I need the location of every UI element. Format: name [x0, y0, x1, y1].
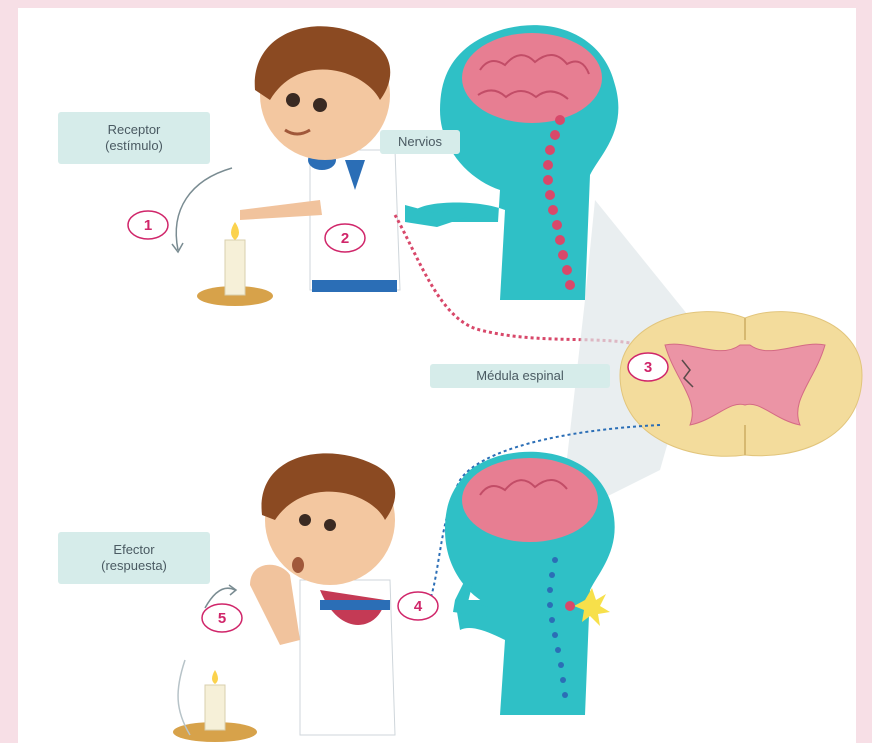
motion-lines-icon: [178, 660, 190, 735]
top-brain-icon: [462, 33, 602, 123]
top-boy-figure: [240, 26, 400, 292]
nervios-label: Nervios: [380, 130, 460, 154]
spinal-cord-section: [620, 312, 862, 457]
stimulus-arrow: [176, 168, 232, 250]
efector-label-line1: Efector: [113, 542, 154, 558]
step-number-4: 4: [414, 598, 423, 615]
step-number-1: 1: [144, 217, 152, 234]
step-number-3: 3: [644, 359, 652, 376]
step-number-2: 2: [341, 230, 349, 247]
efector-label-line2: (respuesta): [101, 558, 167, 574]
medula-label-text: Médula espinal: [476, 368, 563, 384]
step-badge-2: 2: [325, 224, 365, 252]
bottom-boy-figure: [250, 453, 395, 735]
step-badge-5: 5: [202, 604, 242, 632]
step-badge-3: 3: [628, 353, 668, 381]
top-candle: [197, 222, 273, 306]
receptor-label-line2: (estímulo): [105, 138, 163, 154]
medula-label: Médula espinal: [430, 364, 610, 388]
receptor-label-line1: Receptor: [108, 122, 161, 138]
nervios-label-text: Nervios: [398, 134, 442, 150]
step-number-5: 5: [218, 610, 226, 627]
bottom-brain-icon: [462, 458, 598, 542]
efector-label: Efector (respuesta): [58, 532, 210, 584]
receptor-label: Receptor (estímulo): [58, 112, 210, 164]
bottom-candle: [173, 670, 257, 742]
step-badge-4: 4: [398, 592, 438, 620]
step-badge-1: 1: [128, 211, 168, 239]
